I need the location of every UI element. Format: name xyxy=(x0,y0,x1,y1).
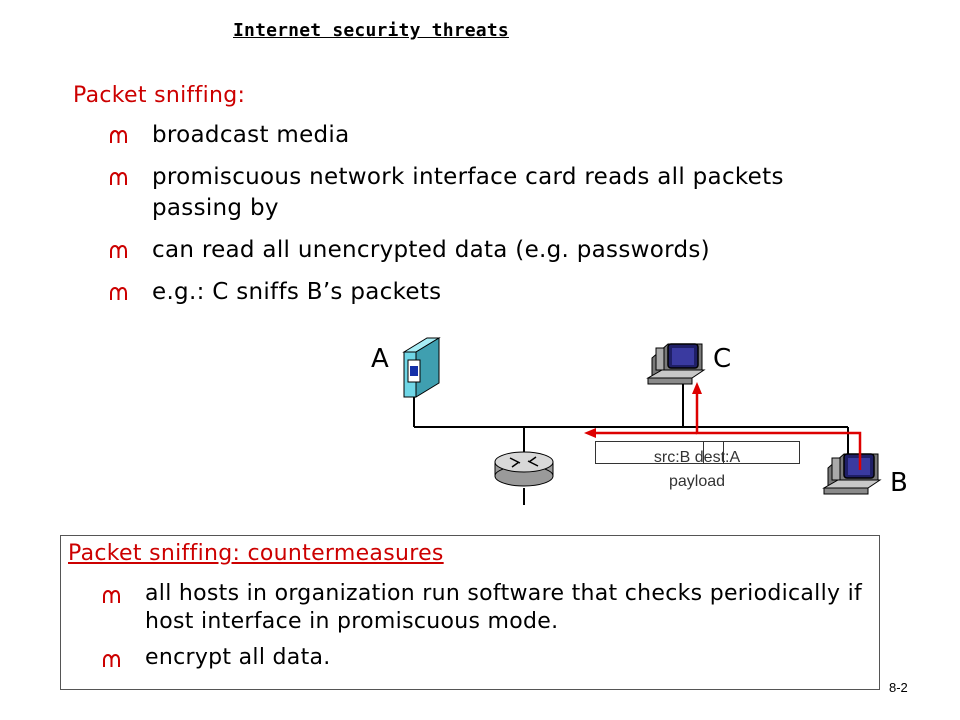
workstation-icon xyxy=(646,343,706,385)
sniff-arrowhead-left xyxy=(584,428,596,438)
bullet-text: promiscuous network interface card reads… xyxy=(152,164,784,221)
node-label-c: C xyxy=(713,344,732,374)
bullet-text: e.g.: C sniffs B’s packets xyxy=(152,279,442,305)
sniff-arrowhead-up xyxy=(692,382,702,394)
countermeasures-heading: Packet sniffing: countermeasures xyxy=(68,541,444,566)
bullet-icon xyxy=(110,245,127,258)
packet-divider xyxy=(723,442,724,463)
workstation-icon xyxy=(822,453,882,495)
countermeasures-box xyxy=(60,535,880,690)
packet-label: src:B dest:A payload xyxy=(612,446,782,494)
bullet-text: can read all unencrypted data (e.g. pass… xyxy=(152,237,710,263)
section-heading: Packet sniffing: xyxy=(73,83,246,108)
bullet-item: broadcast media xyxy=(110,120,810,151)
bullet-item: e.g.: C sniffs B’s packets xyxy=(110,277,810,308)
bullet-icon xyxy=(110,172,127,185)
countermeasure-item: encrypt all data. xyxy=(103,644,873,672)
bullet-icon xyxy=(110,287,127,300)
countermeasures-list: all hosts in organization run software t… xyxy=(103,580,873,680)
packet-body: payload xyxy=(668,473,726,490)
countermeasure-item: all hosts in organization run software t… xyxy=(103,580,873,636)
bullet-text: broadcast media xyxy=(152,122,350,148)
server-icon xyxy=(402,337,441,398)
bullet-icon xyxy=(103,654,120,667)
sniff-path-line xyxy=(695,392,862,470)
sniff-path xyxy=(594,392,862,470)
packet-box xyxy=(595,441,800,464)
router-icon xyxy=(494,451,554,487)
countermeasure-text: encrypt all data. xyxy=(145,645,331,670)
node-label-a: A xyxy=(371,344,390,374)
packet-header: src:B dest:A xyxy=(653,449,741,466)
slide-number: 8-2 xyxy=(889,680,908,695)
node-label-b: B xyxy=(890,468,909,498)
bullet-item: can read all unencrypted data (e.g. pass… xyxy=(110,235,810,266)
bullet-list: broadcast media promiscuous network inte… xyxy=(110,120,810,319)
slide-title: Internet security threats xyxy=(233,20,509,41)
bullet-icon xyxy=(103,590,120,603)
countermeasure-text: all hosts in organization run software t… xyxy=(145,581,863,634)
packet-divider xyxy=(703,442,704,463)
bullet-icon xyxy=(110,130,127,143)
bullet-item: promiscuous network interface card reads… xyxy=(110,162,810,224)
